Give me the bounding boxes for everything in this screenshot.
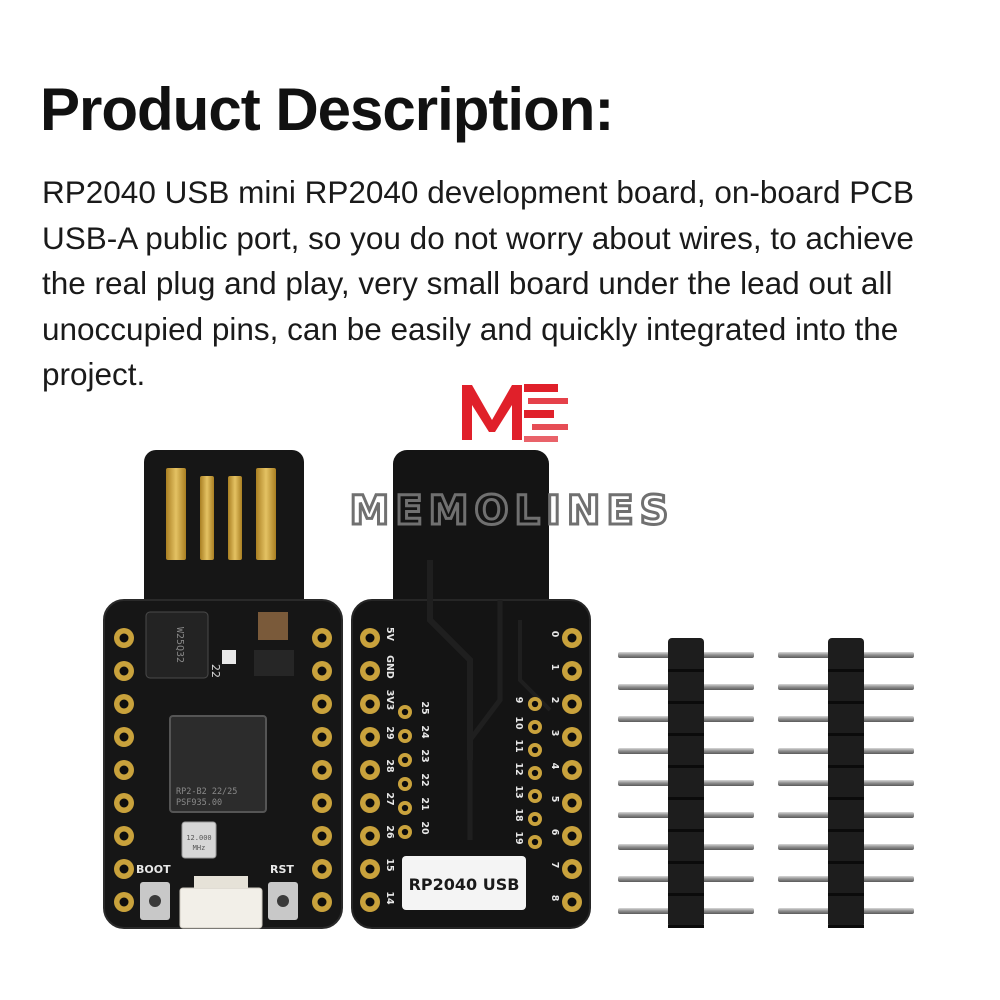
description-line: unoccupied pins, can be easily and quick…	[42, 310, 899, 347]
pin-label: 2	[549, 697, 560, 704]
back-board: RP2040 USB 5VGND3V3292827261514012345678…	[351, 450, 591, 929]
front-pin-pads	[114, 628, 332, 912]
pin-headers	[618, 638, 914, 928]
watermark-logo: MEMOLINES	[348, 384, 675, 536]
pin-label: 25	[419, 701, 430, 714]
logo-mark	[462, 385, 522, 440]
chip-marking-line: RP2-B2 22/25	[176, 787, 237, 797]
pin-label: 5V	[384, 627, 395, 642]
pin-label: 20	[419, 821, 430, 835]
pin-label: 29	[384, 726, 395, 739]
pin-label: 15	[384, 858, 395, 871]
pin-header	[618, 638, 754, 928]
back-pin-labels: 5VGND3V329282726151401234567825242322212…	[384, 627, 560, 905]
rp2040-chip: RP2-B2 22/25 PSF935.00	[169, 715, 267, 813]
flash-marking: W25Q32	[174, 627, 185, 663]
page-title: Product Description:	[40, 76, 614, 143]
crystal-marking: MHz	[193, 844, 206, 852]
back-board-label: RP2040 USB	[409, 875, 520, 894]
pin-label: 4	[549, 763, 560, 770]
description-line: USB-A public port, so you do not worry a…	[42, 219, 914, 256]
pin-label: 5	[549, 796, 560, 803]
pin-label: 18	[513, 808, 524, 822]
pin-label: 21	[419, 797, 430, 810]
pin-label: GND	[384, 655, 395, 679]
boot-label: BOOT	[136, 863, 171, 876]
pin-label: 3V3	[384, 690, 395, 711]
pin-label: 23	[419, 749, 430, 762]
pin-label: 14	[384, 891, 395, 905]
chip-marking-line: PSF935.00	[176, 798, 222, 808]
pin-label: 1	[549, 664, 560, 671]
crystal-marking: 12.000	[186, 834, 211, 842]
pin-label: 24	[419, 725, 430, 739]
pin-label: 9	[513, 697, 524, 704]
pin-label: 26	[384, 825, 395, 839]
description-line: the real plug and play, very small board…	[42, 265, 893, 301]
description-line: project.	[42, 356, 146, 392]
flash-chip: W25Q32	[145, 611, 209, 679]
pin-label: 12	[513, 762, 524, 775]
back-label-plate	[402, 856, 526, 910]
rst-label: RST	[270, 863, 294, 876]
pin-header	[778, 638, 914, 928]
usb-contacts	[166, 468, 276, 560]
description-line: RP2040 USB mini RP2040 development board…	[42, 174, 915, 210]
pin-label: 11	[513, 739, 524, 752]
pin-label: 13	[513, 785, 524, 798]
pin-label: 22	[419, 773, 430, 786]
pin-label: 3	[549, 730, 560, 737]
front-board: W25Q32 22 RP2-B2 22/25 PSF935.00 12.000 …	[103, 450, 343, 929]
pin-label: 10	[513, 716, 524, 730]
watermark-text: MEMOLINES	[350, 488, 675, 534]
pin-label: 27	[384, 792, 395, 805]
pin-label: 6	[549, 829, 560, 836]
pin-label: 8	[549, 895, 560, 902]
crystal: 12.000 MHz	[181, 821, 217, 859]
pin-label: 7	[549, 862, 560, 869]
pin-label: 28	[384, 759, 395, 773]
back-pin-pads	[360, 628, 582, 912]
component-label: 22	[209, 664, 222, 678]
sh-connector	[179, 887, 263, 929]
product-description: RP2040 USB mini RP2040 development board…	[42, 170, 972, 398]
pin-label: 19	[513, 831, 524, 844]
pin-label: 0	[549, 631, 560, 638]
